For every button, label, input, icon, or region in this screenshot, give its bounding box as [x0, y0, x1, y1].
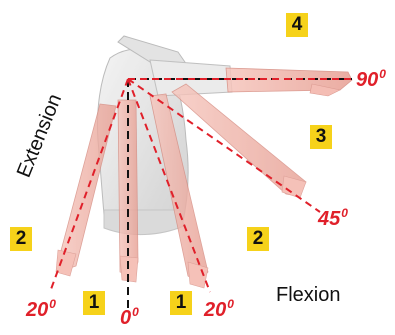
angle-label-45: 450 — [318, 209, 348, 229]
angle-degree-mark-90: 0 — [379, 67, 386, 81]
angle-value-20-extension: 20 — [26, 299, 48, 321]
angle-label-0: 00 — [120, 308, 139, 328]
angle-label-20-flexion: 200 — [204, 300, 234, 320]
angle-degree-mark-0: 0 — [132, 305, 139, 319]
zone-badge-1-left: 1 — [83, 291, 105, 315]
angle-degree-mark-20-extension: 0 — [49, 297, 56, 311]
angle-value-0: 0 — [120, 307, 131, 329]
arm-90 — [226, 68, 352, 96]
flexion-label: Flexion — [276, 284, 340, 307]
angle-label-90: 900 — [356, 70, 386, 90]
zone-badge-2-left: 2 — [10, 227, 32, 251]
zone-badge-4: 4 — [286, 13, 308, 37]
angle-label-20-extension: 200 — [26, 300, 56, 320]
angle-value-45: 45 — [318, 208, 340, 230]
angle-degree-mark-20-flexion: 0 — [227, 297, 234, 311]
angle-value-20-flexion: 20 — [204, 299, 226, 321]
zone-badge-3: 3 — [310, 125, 332, 149]
zone-badge-1-right: 1 — [170, 291, 192, 315]
angle-value-90: 90 — [356, 69, 378, 91]
zone-badge-2-right: 2 — [247, 227, 269, 251]
angle-degree-mark-45: 0 — [341, 206, 348, 220]
arm-45 — [172, 84, 306, 198]
